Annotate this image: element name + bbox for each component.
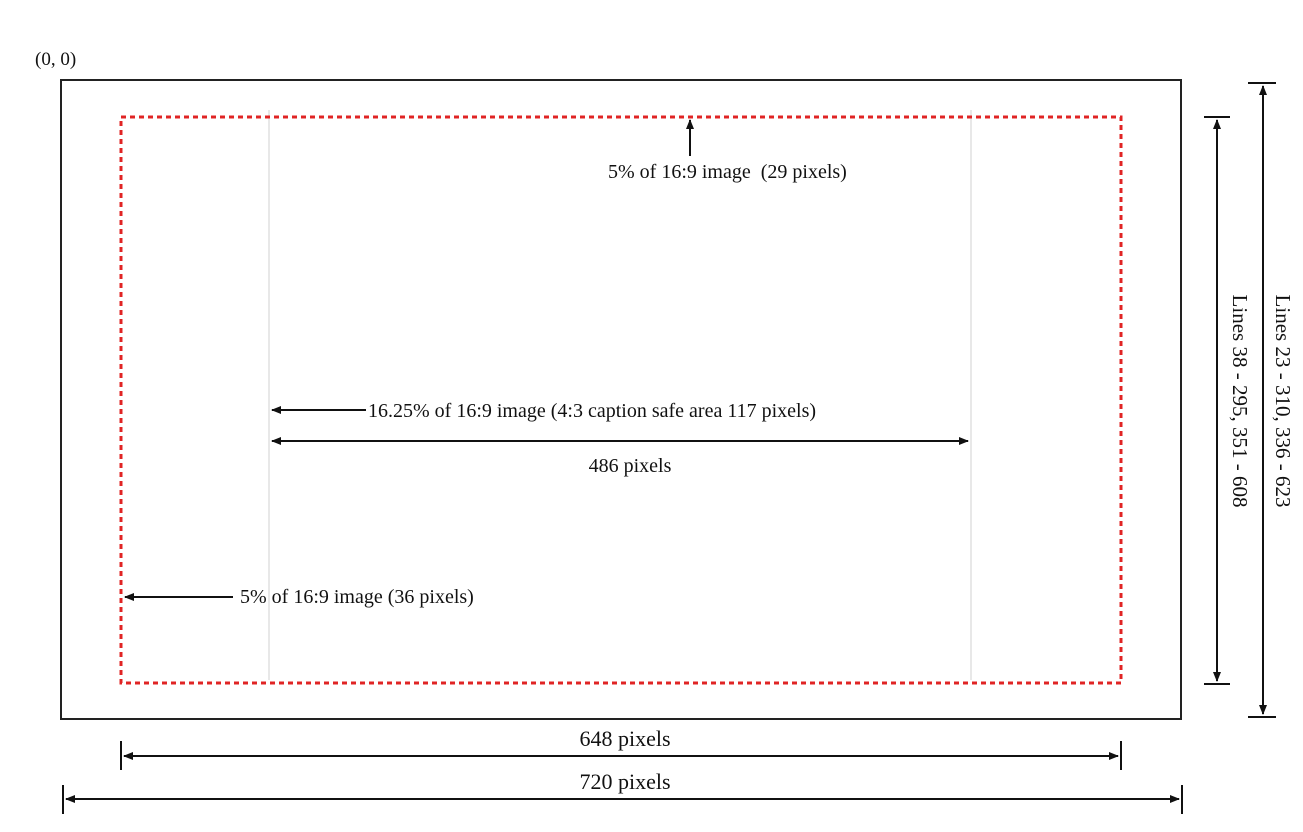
safe-area-rect xyxy=(119,115,1123,685)
safe-width-label: 648 pixels xyxy=(579,726,670,751)
full-frame xyxy=(60,79,1182,720)
caption-safe-label: 16.25% of 16:9 image (4:3 caption safe a… xyxy=(368,400,816,422)
safe-lines-label: Lines 38 - 295, 351 - 608 xyxy=(1228,295,1252,508)
top-margin-label: 5% of 16:9 image (29 pixels) xyxy=(608,161,847,183)
left-margin-label: 5% of 16:9 image (36 pixels) xyxy=(240,586,474,608)
inner-width-label: 486 pixels xyxy=(589,455,672,477)
origin-label: (0, 0) xyxy=(35,49,76,70)
full-width-label: 720 pixels xyxy=(579,769,670,794)
full-lines-label: Lines 23 - 310, 336 - 623 xyxy=(1271,295,1295,508)
